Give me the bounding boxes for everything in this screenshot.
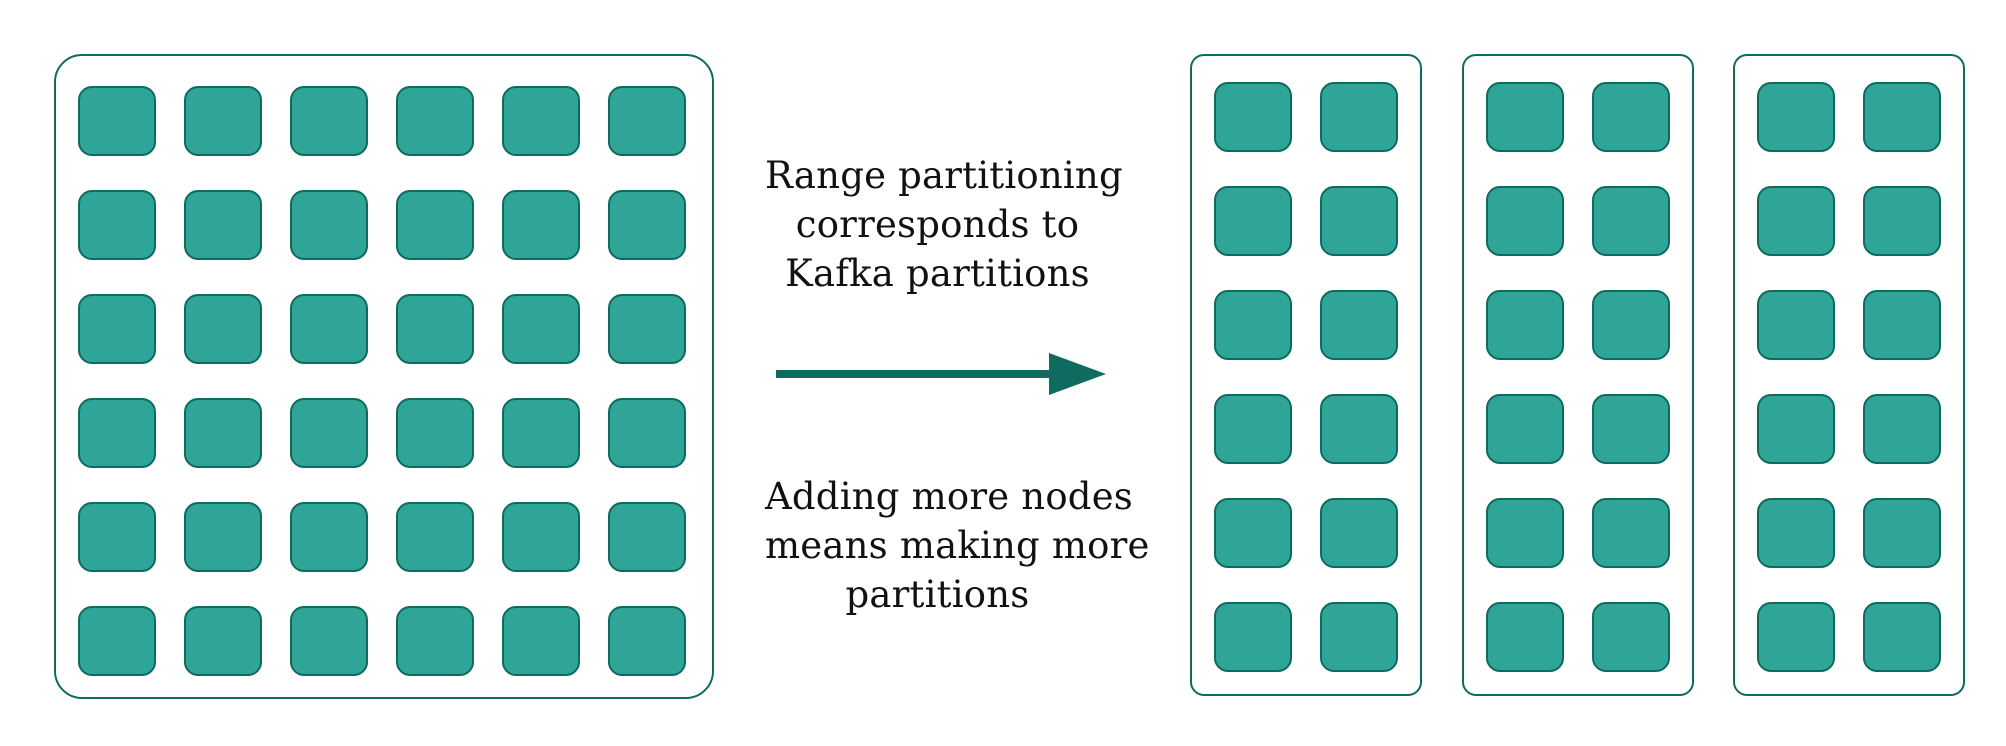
partition-1-tile-r5-c1: [1214, 498, 1292, 568]
single-range-tile-r3-c1: [78, 294, 156, 364]
partition-1-tile-r6-c1: [1214, 602, 1292, 672]
partition-2-tile-r5-c2: [1592, 498, 1670, 568]
single-range-tile-r5-c4: [396, 502, 474, 572]
partition-2-tile-r4-c2: [1592, 394, 1670, 464]
partition-2-tile-r2-c1: [1486, 186, 1564, 256]
partition-1-tile-r2-c1: [1214, 186, 1292, 256]
arrow-head-icon: [1049, 353, 1106, 395]
single-range-tile-r5-c5: [502, 502, 580, 572]
single-range-tile-r1-c1: [78, 86, 156, 156]
single-range-tile-r6-c5: [502, 606, 580, 676]
partition-2-tile-r4-c1: [1486, 394, 1564, 464]
single-range-tile-r1-c2: [184, 86, 262, 156]
partition-3-tile-r1-c1: [1757, 82, 1835, 152]
single-range-tile-r3-c4: [396, 294, 474, 364]
partition-3-tile-r5-c1: [1757, 498, 1835, 568]
single-range-tile-r6-c6: [608, 606, 686, 676]
partition-1-tile-r2-c2: [1320, 186, 1398, 256]
partition-3-tile-r6-c1: [1757, 602, 1835, 672]
single-range-tile-r3-c5: [502, 294, 580, 364]
single-range-tile-r6-c4: [396, 606, 474, 676]
partition-2-tile-r1-c1: [1486, 82, 1564, 152]
partition-1-tile-r3-c1: [1214, 290, 1292, 360]
partition-1-tile-r4-c1: [1214, 394, 1292, 464]
single-range-tile-r1-c3: [290, 86, 368, 156]
partition-1-tile-r1-c2: [1320, 82, 1398, 152]
partition-1-tile-r4-c2: [1320, 394, 1398, 464]
partition-2-tile-r2-c2: [1592, 186, 1670, 256]
partition-1-tile-r3-c2: [1320, 290, 1398, 360]
partition-container-3: [1733, 54, 1965, 696]
single-range-tile-r2-c1: [78, 190, 156, 260]
partition-3-tile-r3-c1: [1757, 290, 1835, 360]
single-range-tile-r3-c2: [184, 294, 262, 364]
partition-2-tile-r3-c1: [1486, 290, 1564, 360]
partition-1-tile-r1-c1: [1214, 82, 1292, 152]
partition-2-tile-r6-c2: [1592, 602, 1670, 672]
single-range-tile-r1-c4: [396, 86, 474, 156]
partition-2-tile-r1-c2: [1592, 82, 1670, 152]
arrow-shaft: [776, 370, 1056, 378]
single-range-tile-r5-c1: [78, 502, 156, 572]
single-range-tile-r5-c3: [290, 502, 368, 572]
single-range-tile-r6-c3: [290, 606, 368, 676]
partition-3-tile-r4-c1: [1757, 394, 1835, 464]
single-range-tile-r2-c3: [290, 190, 368, 260]
single-range-tile-r1-c6: [608, 86, 686, 156]
single-range-tile-r3-c6: [608, 294, 686, 364]
partition-2-tile-r6-c1: [1486, 602, 1564, 672]
partition-container-2: [1462, 54, 1694, 696]
partition-2-tile-r3-c2: [1592, 290, 1670, 360]
single-range-tile-r4-c6: [608, 398, 686, 468]
single-range-tile-r5-c2: [184, 502, 262, 572]
single-range-tile-r4-c3: [290, 398, 368, 468]
single-range-tile-r4-c1: [78, 398, 156, 468]
single-range-tile-r1-c5: [502, 86, 580, 156]
partition-3-tile-r1-c2: [1863, 82, 1941, 152]
single-range-tile-r6-c1: [78, 606, 156, 676]
single-range-tile-r6-c2: [184, 606, 262, 676]
partition-2-tile-r5-c1: [1486, 498, 1564, 568]
partition-container-1: [1190, 54, 1422, 696]
partition-1-tile-r5-c2: [1320, 498, 1398, 568]
single-range-tile-r4-c4: [396, 398, 474, 468]
partition-3-tile-r3-c2: [1863, 290, 1941, 360]
single-range-tile-r2-c4: [396, 190, 474, 260]
partition-1-tile-r6-c2: [1320, 602, 1398, 672]
single-range-tile-r4-c2: [184, 398, 262, 468]
single-range-tile-r2-c2: [184, 190, 262, 260]
single-range-container: [54, 54, 714, 699]
single-range-tile-r2-c5: [502, 190, 580, 260]
partition-3-tile-r6-c2: [1863, 602, 1941, 672]
single-range-tile-r5-c6: [608, 502, 686, 572]
partition-3-tile-r4-c2: [1863, 394, 1941, 464]
single-range-tile-r4-c5: [502, 398, 580, 468]
partition-3-tile-r2-c2: [1863, 186, 1941, 256]
single-range-tile-r2-c6: [608, 190, 686, 260]
partition-3-tile-r2-c1: [1757, 186, 1835, 256]
partition-3-tile-r5-c2: [1863, 498, 1941, 568]
single-range-tile-r3-c3: [290, 294, 368, 364]
